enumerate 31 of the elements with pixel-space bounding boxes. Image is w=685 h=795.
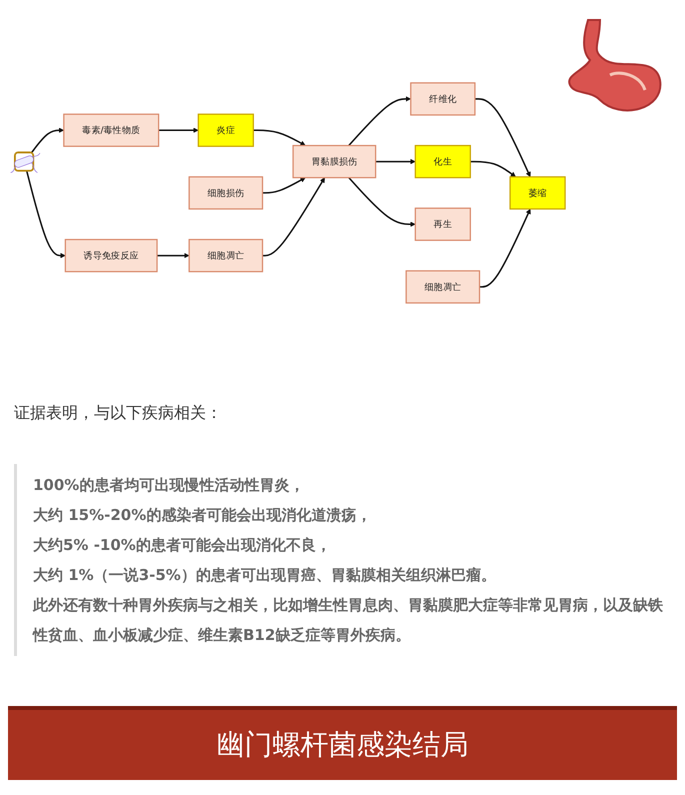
node-box: 细胞损伤: [188, 176, 264, 210]
arrow: [262, 176, 325, 256]
arrow: [158, 127, 199, 133]
arrow: [26, 170, 66, 258]
node-box: 诱导免疫反应: [64, 238, 158, 272]
arrow: [470, 160, 516, 177]
node-box: 纤维化: [410, 82, 476, 116]
node-box: 再生: [414, 207, 471, 240]
node-box: 炎症: [198, 113, 254, 146]
node-box: 细胞凋亡: [406, 270, 480, 304]
quote-text: 100%的患者均可出现慢性活动性胃炎，: [33, 475, 306, 496]
arrow: [157, 252, 190, 258]
arrow: [376, 158, 416, 164]
node-box: 胃黏膜损伤: [292, 144, 376, 178]
quote-text: 此外还有数十种胃外疾病与之相关，比如增生性胃息肉、胃黏膜肥大症等非常见胃病，以及缺铁性贫血、血小板减少症、维生素B12缺乏症等胃外疾病。: [33, 595, 664, 646]
arrow: [474, 98, 531, 177]
quote-text: 大约 1%（一说3-5%）的患者可出现胃癌、胃黏膜相关组织淋巴瘤。: [33, 565, 497, 586]
arrow: [253, 129, 306, 146]
node-box: 萎缩: [509, 176, 566, 210]
arrow: [480, 208, 531, 288]
node-box: 细胞凋亡: [188, 238, 264, 272]
title-banner: 幽门螺杆菌感染结局: [8, 706, 677, 780]
node-box: 化生: [414, 144, 471, 178]
arrow: [348, 176, 416, 227]
arrow: [30, 127, 64, 153]
quote-text: 大约5% -10%的患者可能会出现消化不良，: [33, 535, 332, 556]
arrow: [348, 96, 411, 146]
arrow: [262, 176, 306, 194]
node-box: 毒素/毒性物质: [63, 113, 160, 146]
intro-text: 证据表明，与以下疾病相关：: [14, 403, 223, 424]
quote-text: 大约 15%-20%的感染者可能会出现消化道溃疡，: [33, 505, 372, 526]
